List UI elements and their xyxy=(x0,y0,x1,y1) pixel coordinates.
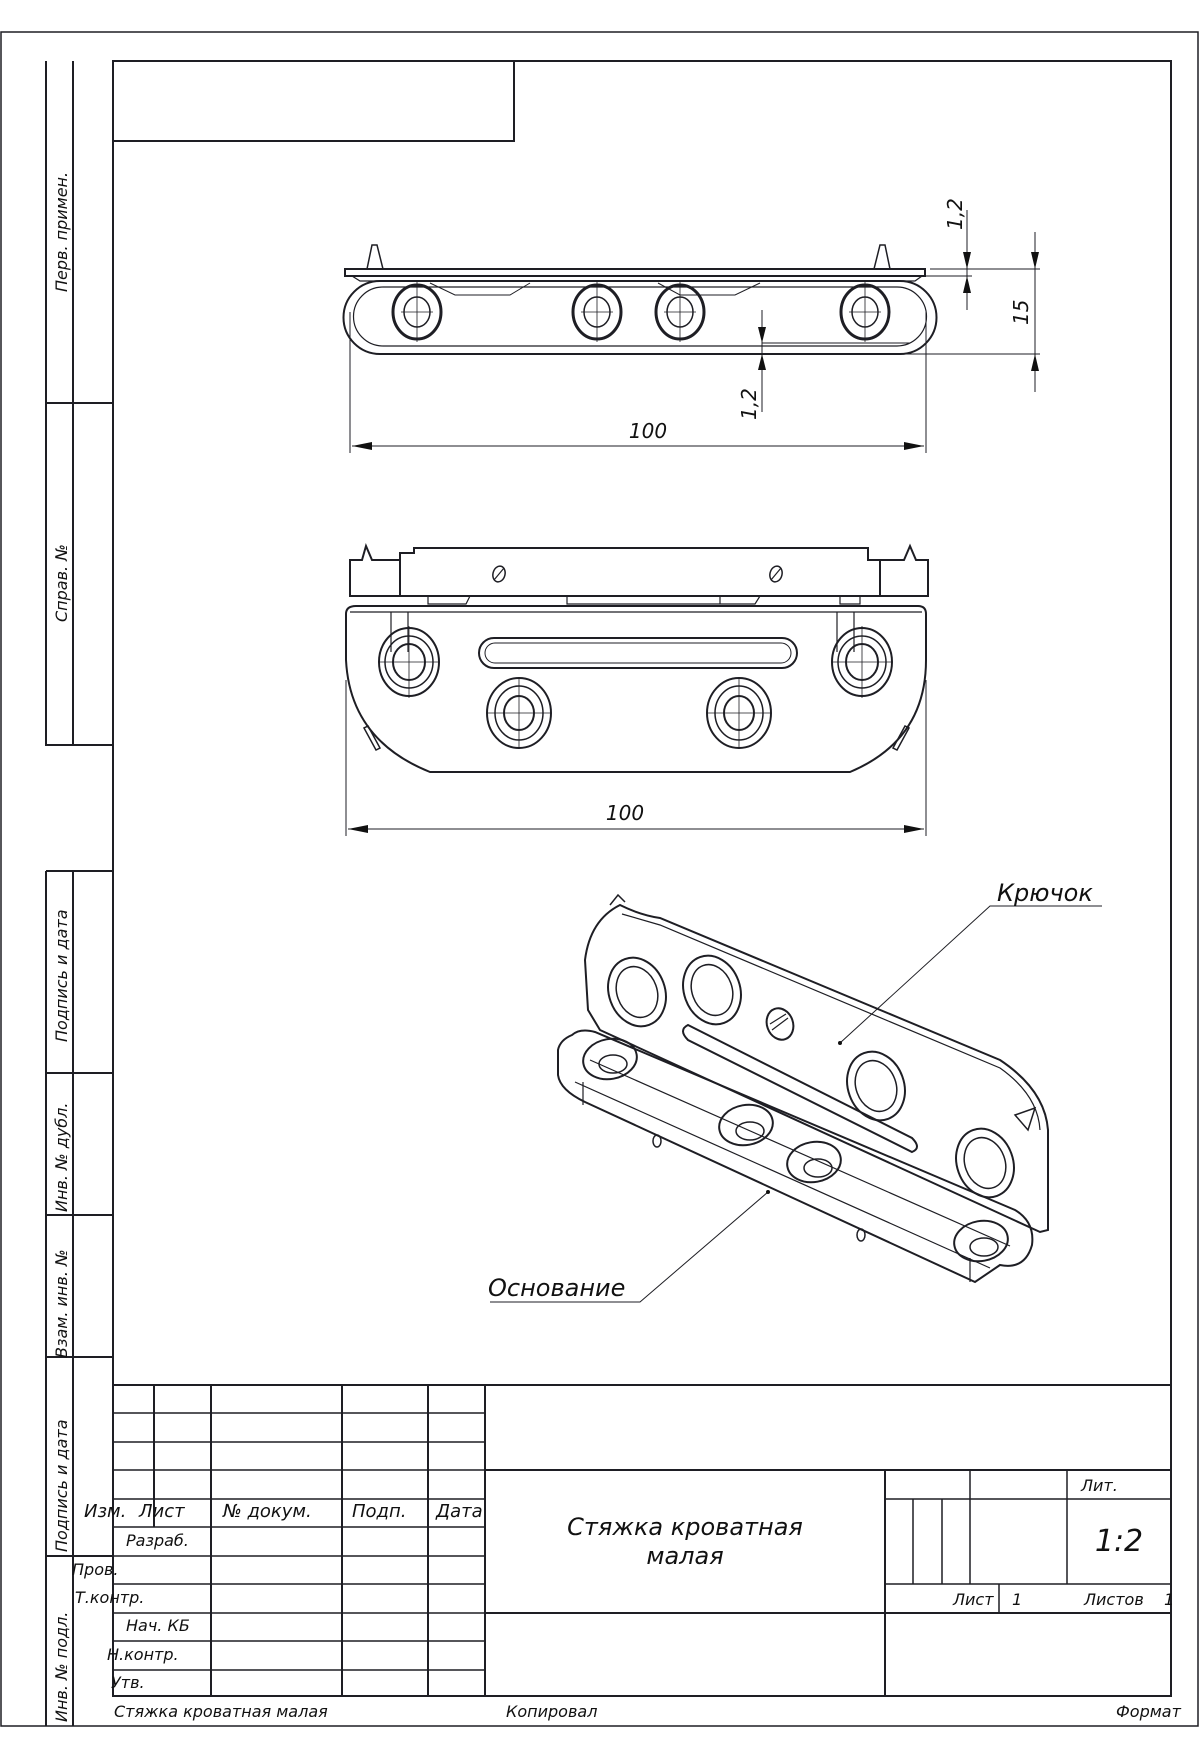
drawing-title-line2: малая xyxy=(646,1542,723,1570)
header-podp: Подп. xyxy=(352,1501,406,1522)
callout-hook-label: Крючок xyxy=(997,879,1093,907)
role-prov: Пров. xyxy=(72,1560,119,1579)
top-view: 100 1,2 15 1,2 xyxy=(342,198,1040,453)
dim-top-height: 15 xyxy=(1009,300,1033,325)
title-block xyxy=(113,1384,1171,1696)
header-list: Лист xyxy=(138,1501,185,1522)
front-view-holes xyxy=(378,626,893,749)
label-vzam-inv: Взам. инв. № xyxy=(52,1249,71,1358)
top-left-box xyxy=(113,61,515,142)
dim-top-width: 100 xyxy=(629,419,667,443)
title-block-text: Изм. Лист № докум. Подп. Дата Разраб. Пр… xyxy=(72,1476,1182,1721)
dim-front-width: 100 xyxy=(606,801,644,825)
drawing-frame xyxy=(112,60,1172,1697)
label-sprav-no: Справ. № xyxy=(52,544,71,622)
iso-hook-holes xyxy=(607,954,1015,1199)
header-data: Дата xyxy=(435,1501,483,1522)
copied-label: Копировал xyxy=(506,1702,597,1721)
front-view: 100 xyxy=(345,543,929,836)
left-side-strip xyxy=(45,61,113,1726)
role-razrab: Разраб. xyxy=(126,1531,189,1550)
sheet-label: Лист xyxy=(952,1590,994,1609)
label-perv-primen: Перв. примен. xyxy=(52,172,71,292)
sheet-outer-border xyxy=(0,31,1199,1727)
isometric-view: Крючок Основание xyxy=(488,879,1102,1303)
format-label: Формат xyxy=(1116,1702,1182,1721)
dim-top-offset-top: 1,2 xyxy=(943,198,967,230)
callout-base: Основание xyxy=(488,1190,770,1303)
side-labels: Перв. примен. Справ. № Подпись и дата Ин… xyxy=(52,172,71,1722)
role-t-kontr: Т.контр. xyxy=(75,1588,144,1607)
lit-label: Лит. xyxy=(1080,1476,1118,1495)
label-podpis-data-2: Подпись и дата xyxy=(52,1419,71,1552)
top-view-dimensions: 100 1,2 15 1,2 xyxy=(349,198,1040,453)
sheets-count: 1 xyxy=(1164,1590,1174,1609)
sheets-label: Листов xyxy=(1083,1590,1144,1609)
dim-top-offset-bottom: 1,2 xyxy=(737,388,761,420)
header-izm: Изм. xyxy=(84,1501,126,1522)
scale-value: 1:2 xyxy=(1095,1524,1143,1559)
bottom-drawing-name: Стяжка кроватная малая xyxy=(114,1702,328,1721)
sheet-number: 1 xyxy=(1012,1590,1022,1609)
role-n-kontr: Н.контр. xyxy=(107,1645,179,1664)
role-nach-kb: Нач. КБ xyxy=(126,1616,190,1635)
top-view-holes xyxy=(391,282,891,342)
callout-base-label: Основание xyxy=(488,1274,625,1302)
iso-base-holes xyxy=(582,1037,1009,1263)
label-podpis-data-1: Подпись и дата xyxy=(52,909,71,1042)
callout-hook: Крючок xyxy=(838,879,1102,1045)
drawing-title-line1: Стяжка кроватная xyxy=(567,1513,803,1541)
label-inv-podl: Инв. № подл. xyxy=(52,1612,71,1722)
label-inv-dubl: Инв. № дубл. xyxy=(52,1103,71,1212)
role-utv: Утв. xyxy=(111,1673,145,1692)
header-doc-no: № докум. xyxy=(222,1501,312,1522)
